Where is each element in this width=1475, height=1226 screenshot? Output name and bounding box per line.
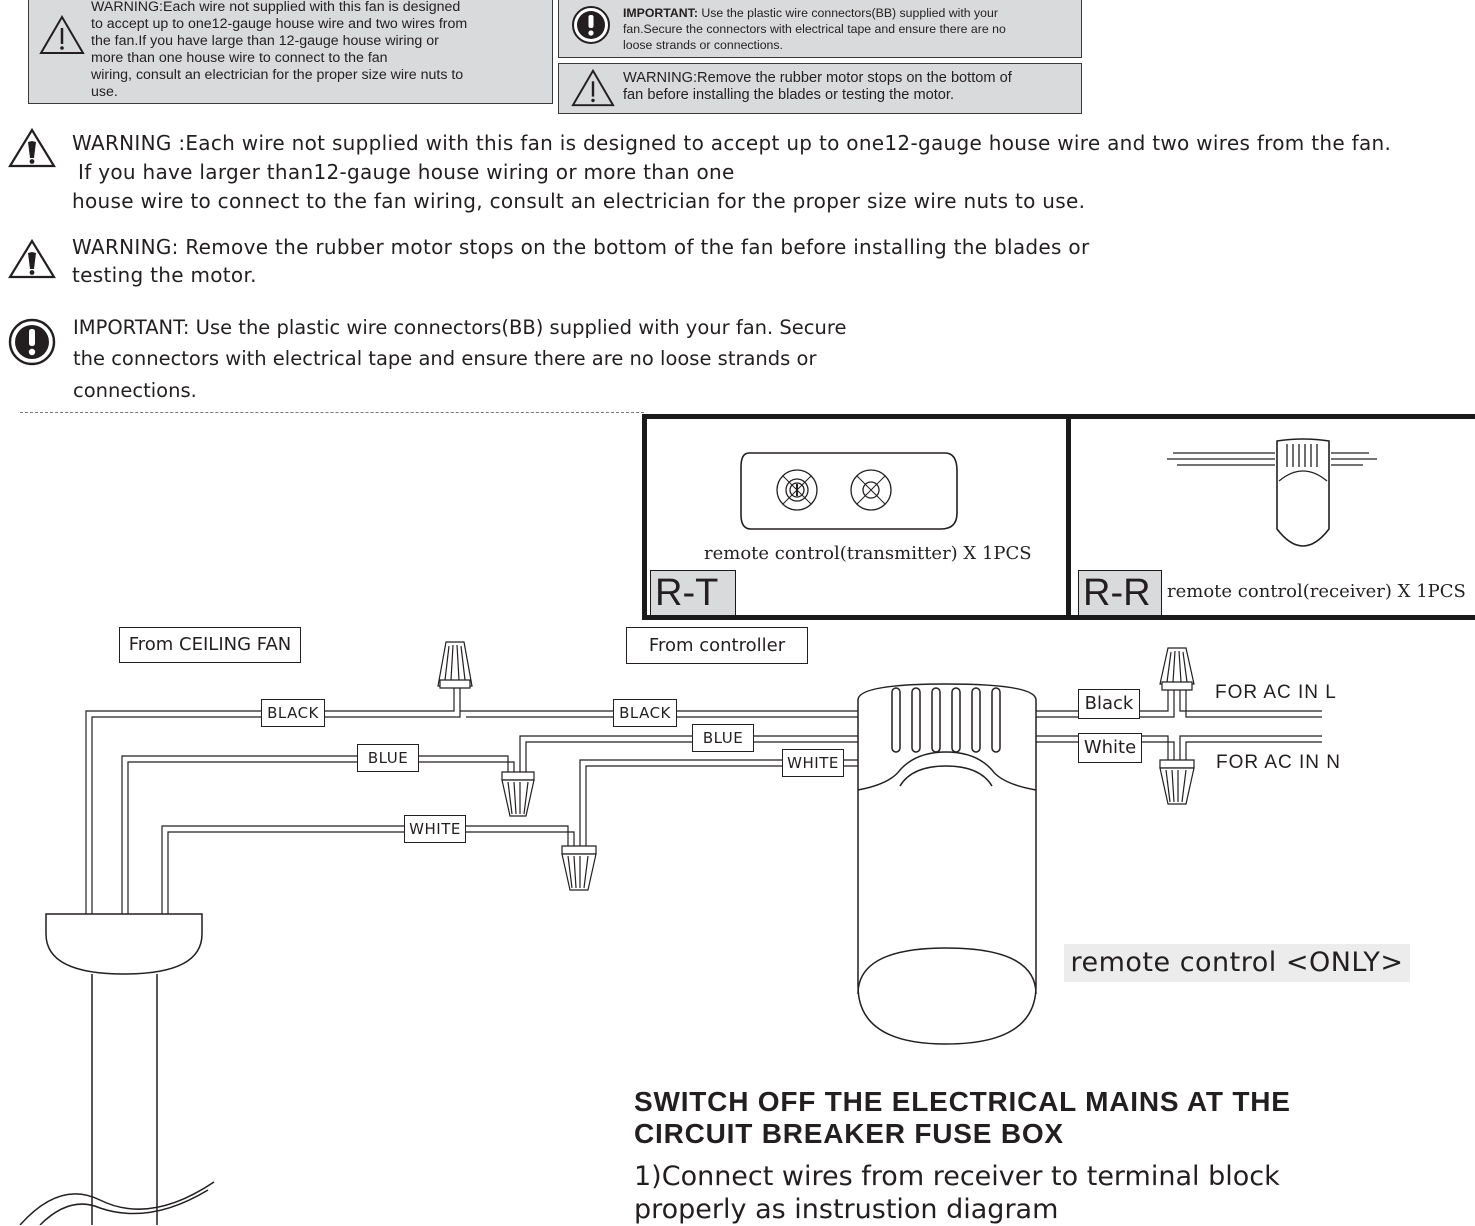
important-note-line: IMPORTANT: Use the plastic wire connecto… [73, 316, 847, 339]
warning-box-wire-gauge: WARNING:Each wire not supplied with this… [28, 0, 553, 104]
wire-nut [501, 771, 535, 817]
warning-box-text: WARNING:Each wire not supplied with this… [91, 0, 468, 100]
label-ac-in-l: FOR AC IN L [1215, 682, 1337, 703]
warning-icon [8, 127, 56, 168]
ceiling-fan-canopy [19, 913, 215, 1225]
label-from-ceiling-fan: From CEILING FAN [119, 627, 301, 663]
label-ac-in-n: FOR AC IN N [1216, 752, 1342, 773]
important-icon [8, 318, 56, 366]
wire-label-white-ac: White [1078, 733, 1142, 763]
instruction-step-1: 1)Connect wires from receiver to termina… [634, 1161, 1280, 1225]
wire-nut [437, 641, 473, 689]
important-box-text: IMPORTANT: Use the plastic wire connecto… [623, 6, 1006, 52]
warning-icon [39, 15, 85, 54]
warning-note-line: If you have larger than12-gauge house wi… [78, 160, 735, 184]
wire-label-blue-controller: BLUE [692, 724, 754, 752]
warning-note-line: WARNING :Each wire not supplied with thi… [72, 131, 1392, 155]
warning-box-motor-stops: WARNING:Remove the rubber motor stops on… [558, 63, 1082, 114]
transmitter-code: R-T [650, 570, 736, 616]
receiver-illustration [1167, 438, 1377, 547]
wire-nut [1159, 647, 1195, 691]
label-from-controller: From controller [626, 627, 808, 664]
remote-only-label: remote control <ONLY> [1064, 944, 1410, 982]
wire-nut [1159, 759, 1195, 805]
important-box: IMPORTANT: Use the plastic wire connecto… [558, 0, 1082, 58]
warning-note-line: WARNING: Remove the rubber motor stops o… [72, 235, 1090, 259]
wire-nut [561, 845, 597, 891]
transmitter-caption: remote control(transmitter) X 1PCS [704, 543, 1032, 564]
important-icon [572, 6, 610, 44]
panel-receiver: R-R remote control(receiver) X 1PCS [1066, 414, 1475, 620]
warning-note-line: house wire to connect to the fan wiring,… [72, 189, 1086, 213]
receiver-unit [857, 683, 1037, 1045]
important-note-line: the connectors with electrical tape and … [73, 347, 817, 370]
wire-label-black-fan: BLACK [261, 699, 325, 727]
switch-off-heading: SWITCH OFF THE ELECTRICAL MAINS AT THE C… [634, 1086, 1291, 1149]
receiver-caption: remote control(receiver) X 1PCS [1167, 581, 1466, 602]
wire-label-white-fan: WHITE [404, 815, 466, 843]
receiver-code: R-R [1078, 570, 1162, 616]
remote-transmitter-illustration [740, 452, 958, 530]
warning-note-line: testing the motor. [72, 263, 257, 287]
wire-label-black-controller: BLACK [613, 699, 677, 727]
warning-box-text: WARNING:Remove the rubber motor stops on… [623, 70, 1012, 103]
wire-label-white-controller: WHITE [782, 749, 844, 777]
wire-label-black-ac: Black [1078, 689, 1140, 719]
panel-transmitter: remote control(transmitter) X 1PCS R-T [642, 414, 1072, 620]
wire-label-blue-fan: BLUE [357, 744, 419, 772]
important-note-line: connections. [73, 379, 197, 402]
warning-icon [571, 68, 615, 107]
section-divider [20, 412, 644, 413]
warning-icon [8, 238, 56, 279]
